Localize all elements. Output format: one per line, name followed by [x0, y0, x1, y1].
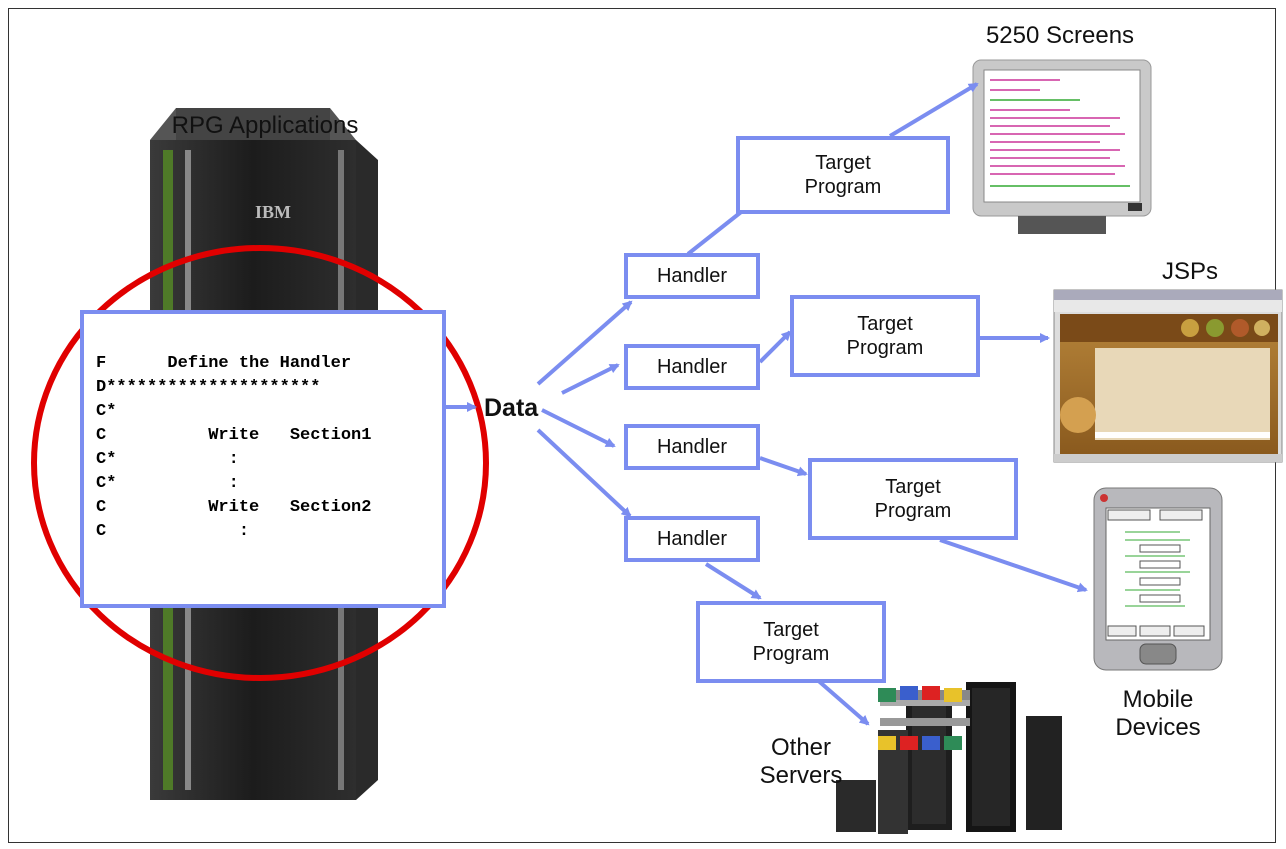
- handler-box-4: Handler: [624, 516, 760, 562]
- other-servers-icon: [836, 682, 1062, 834]
- target-program-box-3: Target Program: [808, 458, 1018, 540]
- code-line: C Write Section1: [96, 426, 372, 445]
- handler-box-2: Handler: [624, 344, 760, 390]
- jsps-heading: JSPs: [1161, 258, 1218, 285]
- target-program-line2: Program: [874, 500, 952, 522]
- handler-box-3: Handler: [624, 424, 760, 470]
- target-program-line2: Program: [752, 643, 830, 665]
- arrow-data-to-handler2: [561, 363, 620, 395]
- target-program-line1: Target: [815, 152, 871, 174]
- code-line: F Define the Handler: [96, 354, 352, 373]
- mobile-devices-line2: Devices: [1115, 713, 1201, 741]
- target-program-box-1: Target Program: [736, 136, 950, 214]
- code-line: C :: [96, 522, 250, 541]
- arrow-target3-to-mobile: [939, 538, 1088, 593]
- code-line: C* :: [96, 450, 239, 469]
- target-program-line2: Program: [846, 337, 924, 359]
- jsp-browser-icon: [1053, 289, 1283, 463]
- other-servers-heading: Other Servers: [742, 734, 860, 789]
- code-line: C* :: [96, 474, 239, 493]
- mobile-devices-line1: Mobile: [1122, 686, 1194, 713]
- code-line: D*********************: [96, 378, 321, 397]
- arrow-handler3-to-target3: [759, 456, 808, 477]
- other-servers-line2: Servers: [759, 761, 843, 789]
- highlight-circle: [31, 245, 489, 681]
- data-label: Data: [484, 394, 539, 422]
- target-program-box-2: Target Program: [790, 295, 980, 377]
- target-program-line2: Program: [804, 176, 882, 198]
- code-line: C Write Section2: [96, 498, 372, 517]
- screens-5250-heading: 5250 Screens: [985, 22, 1135, 49]
- arrow-target1-to-5250: [888, 82, 979, 138]
- other-servers-line1: Other: [770, 734, 832, 761]
- arrow-data-to-handler3: [541, 408, 616, 448]
- target-program-box-4: Target Program: [696, 601, 886, 683]
- rpg-applications-heading: RPG Applications: [171, 112, 359, 139]
- mobile-device-icon: [1093, 487, 1223, 671]
- mobile-devices-heading: Mobile Devices: [1090, 686, 1226, 741]
- code-line: C*: [96, 402, 117, 421]
- target-program-line1: Target: [885, 476, 941, 498]
- handler-box-1: Handler: [624, 253, 760, 299]
- ibm-logo-text: IBM: [255, 202, 291, 222]
- monitor-5250-icon: [972, 59, 1152, 234]
- arrow-handler2-to-target2: [758, 330, 792, 364]
- arrow-data-to-handler4: [536, 428, 632, 518]
- target-program-line1: Target: [857, 313, 913, 335]
- target-program-line1: Target: [763, 619, 819, 641]
- arrow-handler4-to-target4: [704, 562, 762, 600]
- rpg-code-box: F Define the Handler D******************…: [80, 310, 446, 608]
- arrow-data-to-handler1: [536, 300, 633, 386]
